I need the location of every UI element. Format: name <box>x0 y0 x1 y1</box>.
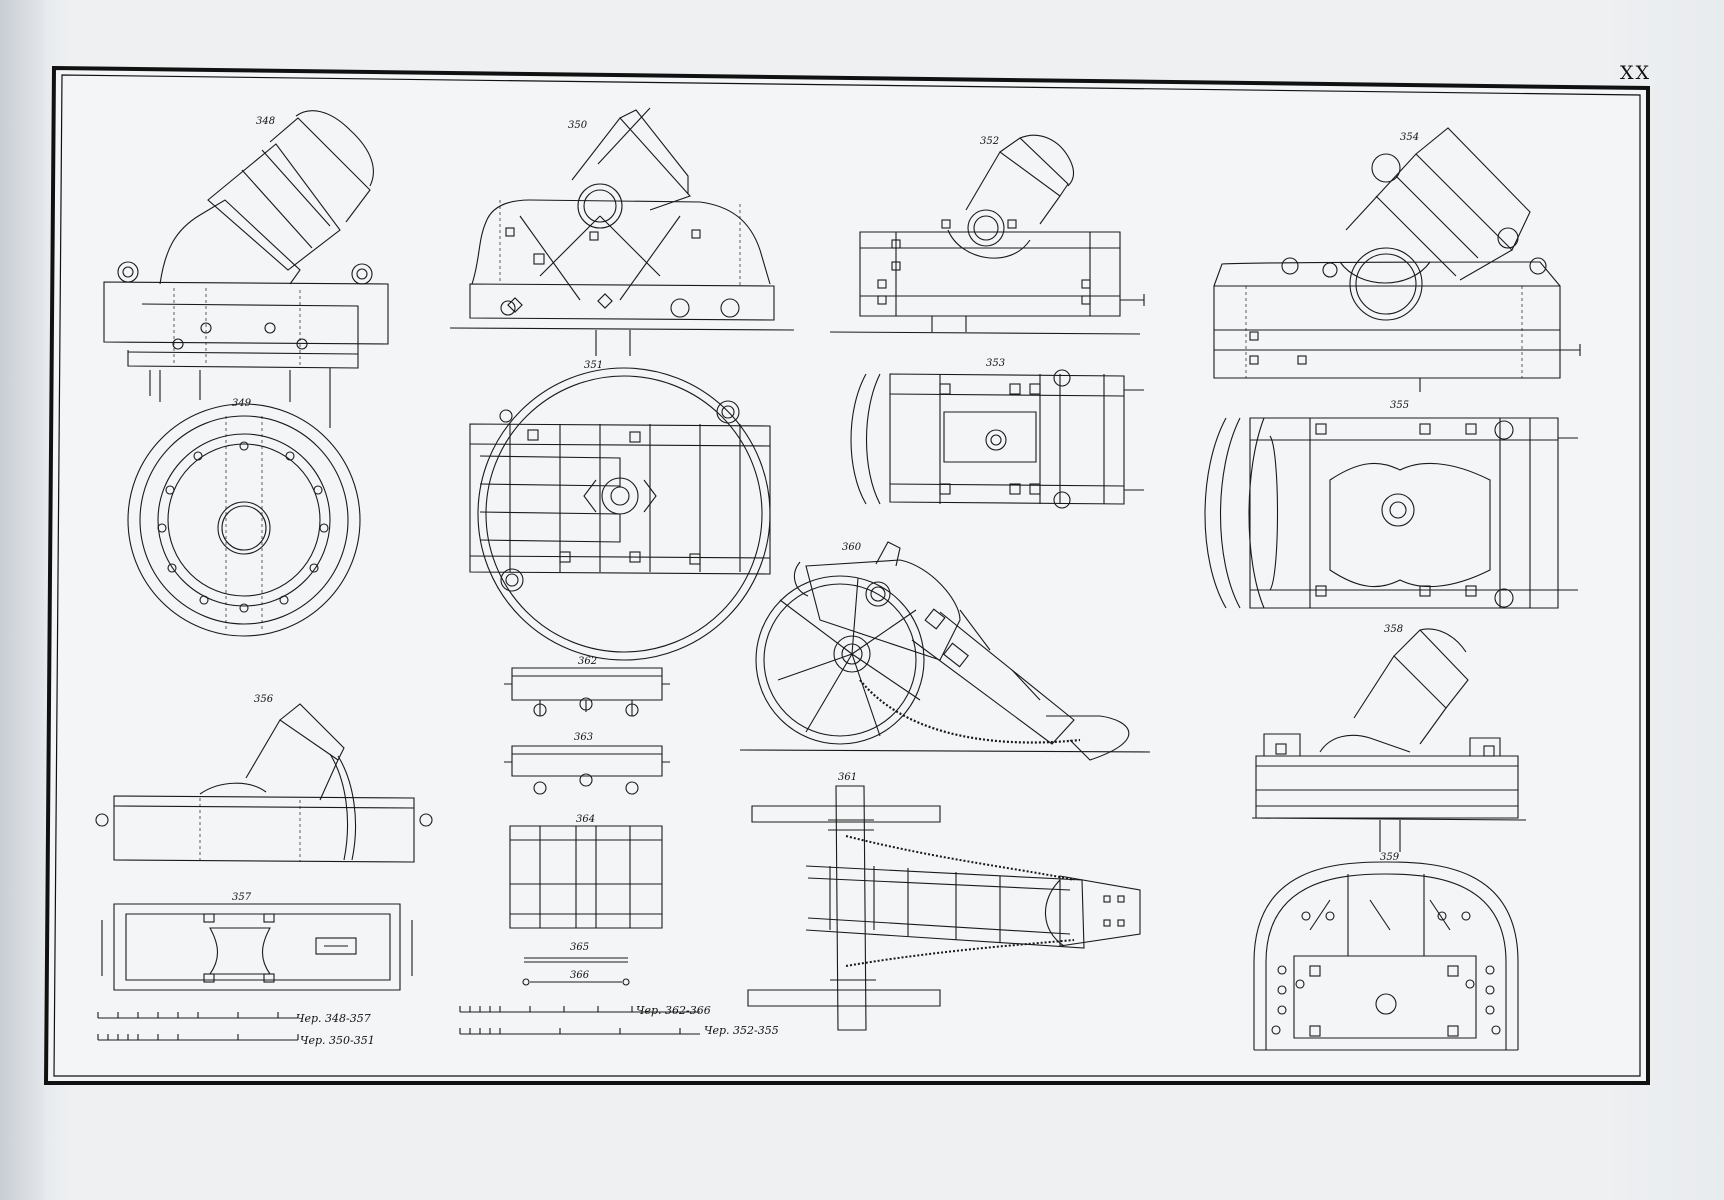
figure-label-359: 359 <box>1380 852 1400 863</box>
figure-label-364: 364 <box>576 814 595 825</box>
figure-365-366-rods <box>522 957 630 986</box>
figure-354-mortar-bed <box>1213 127 1581 392</box>
figure-label-348: 348 <box>256 116 275 127</box>
scale-caption-left-bottom: Чер. 350-351 <box>300 1034 375 1047</box>
figure-351-plan-circle <box>469 367 771 661</box>
figure-label-350: 350 <box>568 120 588 131</box>
inner-frame <box>53 74 1641 1077</box>
figure-label-355: 355 <box>1390 400 1409 411</box>
scale-caption-mid-bottom: Чер. 352-355 <box>704 1024 779 1037</box>
scale-caption-mid-top: Чер. 362-366 <box>636 1004 711 1017</box>
figure-label-358: 358 <box>1384 624 1403 635</box>
figure-355-plan <box>1204 417 1578 609</box>
figure-label-352: 352 <box>980 136 999 147</box>
plate-sheet <box>46 68 1648 1083</box>
figure-label-362: 362 <box>578 656 597 667</box>
figure-360-carriage <box>739 541 1151 761</box>
figure-350-mortar-bed <box>449 107 795 356</box>
figure-label-351: 351 <box>584 360 603 371</box>
figure-363 <box>504 745 670 795</box>
scale-bars-left <box>97 1012 299 1041</box>
figure-label-363: 363 <box>574 732 593 743</box>
figure-label-366: 366 <box>570 970 590 981</box>
figure-359-semicircle <box>1253 861 1519 1051</box>
plate-number: XX <box>1620 62 1652 84</box>
scale-caption-left-top: Чер. 348-357 <box>296 1012 371 1025</box>
figure-358-mortar-bed <box>1251 628 1527 852</box>
figure-label-365: 365 <box>570 942 589 953</box>
scale-bars-middle <box>459 1006 700 1035</box>
figure-357-plan <box>101 903 413 991</box>
figure-352-mortar-bed <box>829 134 1145 335</box>
figure-364-box <box>509 825 663 929</box>
figure-362 <box>504 667 670 717</box>
figure-label-356: 356 <box>254 694 274 705</box>
figure-361-carriage-plan <box>747 785 1141 1031</box>
figure-label-349: 349 <box>232 398 252 409</box>
figure-353-plan <box>850 369 1144 509</box>
figure-348-mortar-side <box>103 110 389 428</box>
figure-356-mortar-bed <box>95 703 433 863</box>
figure-label-361: 361 <box>838 772 857 783</box>
figure-label-360: 360 <box>842 542 862 553</box>
outer-frame <box>43 65 1650 1085</box>
figure-label-353: 353 <box>986 358 1005 369</box>
figure-label-354: 354 <box>1400 132 1419 143</box>
figure-label-357: 357 <box>232 892 252 903</box>
figure-349-round-bed <box>127 403 361 637</box>
book-spine-shadow <box>0 0 44 1200</box>
